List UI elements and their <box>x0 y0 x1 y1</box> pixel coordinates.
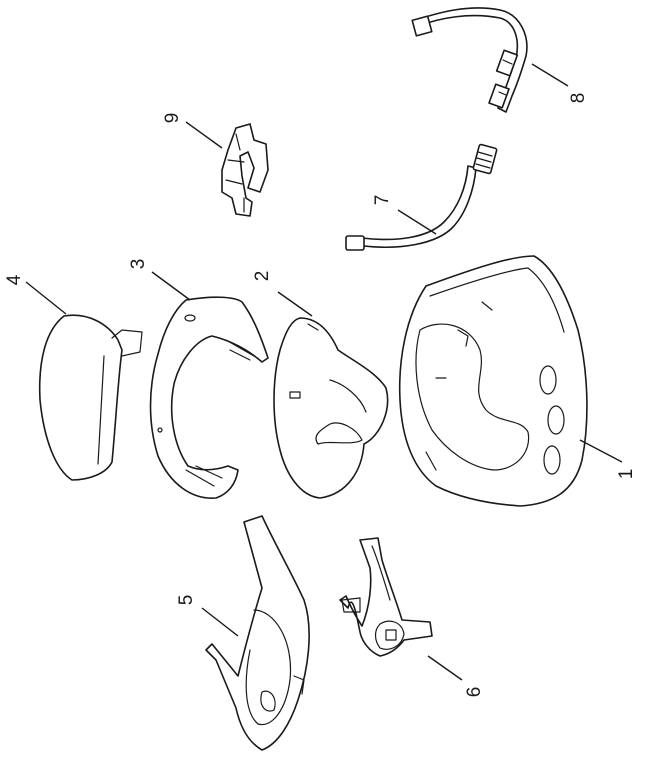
part-6-harness <box>339 537 433 657</box>
callout-3: 3 <box>128 259 149 270</box>
part-9-clip <box>221 123 269 217</box>
part-3-frame <box>149 296 269 499</box>
part-1-housing <box>398 255 588 507</box>
callout-1: 1 <box>616 469 637 480</box>
callout-5: 5 <box>176 595 197 606</box>
leader-line-5 <box>201 607 239 637</box>
callout-8: 8 <box>568 93 589 104</box>
leader-line-2 <box>277 291 313 317</box>
leader-line-7 <box>397 209 437 235</box>
leader-line-4 <box>25 281 67 315</box>
callout-6: 6 <box>464 687 485 698</box>
part-8-strap <box>411 7 528 113</box>
part-5-base-plate <box>205 515 310 751</box>
part-2-cushion <box>273 317 389 499</box>
part-4-cover-panel <box>38 314 143 481</box>
callout-9: 9 <box>162 113 183 124</box>
leader-line-6 <box>427 655 463 681</box>
callout-4: 4 <box>4 274 25 285</box>
part-7-cable <box>345 143 498 251</box>
leader-line-8 <box>531 63 569 87</box>
callout-2: 2 <box>252 271 273 282</box>
callout-7: 7 <box>372 195 393 206</box>
leader-line-3 <box>151 271 191 301</box>
leader-line-1 <box>579 439 623 463</box>
leader-line-9 <box>185 121 223 149</box>
